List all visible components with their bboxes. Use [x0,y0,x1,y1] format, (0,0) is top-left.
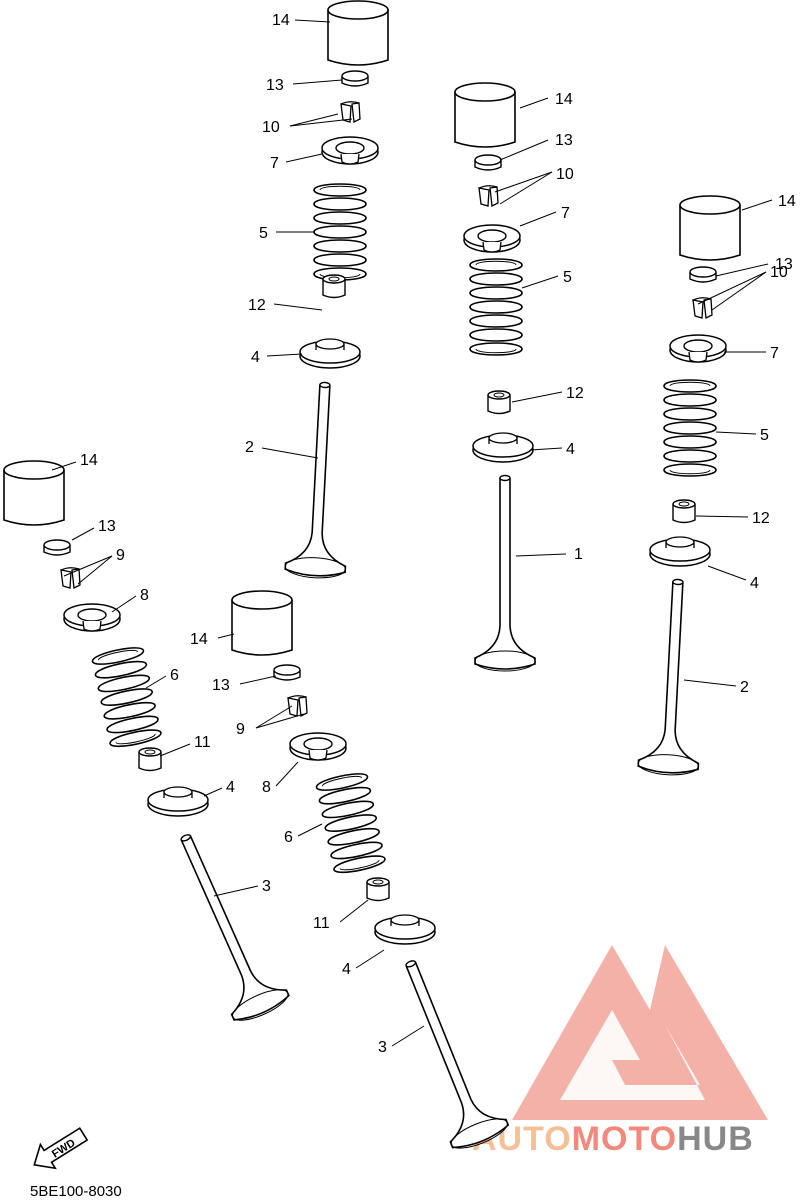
adjusting-pad-b [474,154,502,171]
valve-spring-a [313,183,367,281]
callout-b-1: 1 [574,546,583,563]
stem-seal-b [487,390,511,415]
adjusting-pad-a [341,70,369,87]
adjusting-pad-c [689,266,717,283]
callout-e-3: 3 [378,1039,387,1056]
valve-lifter-c [679,195,741,261]
stem-seal-c [672,499,696,524]
watermark-logo: AUTOMOTOHUB [472,945,768,1158]
valve-cotter-b [478,185,499,207]
valve-d [156,822,293,1028]
fwd-arrow-icon: FWD [33,1127,89,1170]
callout-e-9: 9 [236,721,245,738]
callout-e-11: 11 [313,915,330,932]
logo-part-hub: HUB [677,1120,754,1158]
valve-spring-d [90,643,163,751]
spring-seat-a [299,338,361,369]
callout-a-10: 10 [262,119,280,136]
valve-a [284,380,356,581]
callout-a-5: 5 [259,225,268,242]
callout-d-13: 13 [98,518,116,535]
valve-spring-b [469,258,523,356]
callout-c-14: 14 [778,193,796,210]
callout-d-14: 14 [80,452,98,469]
callout-b-7: 7 [561,205,570,222]
callout-a-13: 13 [266,77,284,94]
adjusting-pad-e [273,664,301,681]
callout-b-13: 13 [555,132,573,149]
callout-a-12: 12 [248,297,266,314]
callout-e-13: 13 [212,677,230,694]
valve-assembly-d: 14 13 9 8 6 11 4 3 [3,452,293,1028]
valve-lifter-a [327,0,389,66]
valve-lifter-e [231,590,293,656]
logo-text: AUTOMOTOHUB [472,1120,754,1158]
spring-retainer-e [289,732,347,761]
callout-c-7: 7 [770,345,779,362]
spring-seat-d [147,786,209,817]
callout-e-8: 8 [262,779,271,796]
adjusting-pad-d [43,539,71,556]
logo-part-moto: MOTO [572,1120,677,1158]
valve-assembly-b: 14 13 10 7 5 12 4 1 [454,82,584,672]
valve-cotter-e [287,695,308,717]
stem-seal-d [138,747,162,772]
callout-d-9: 9 [116,547,125,564]
callout-a-7: 7 [270,155,279,172]
callout-a-2: 2 [245,439,254,456]
callout-c-13: 13 [775,256,793,273]
spring-seat-c [649,536,711,567]
spring-retainer-b [463,224,521,253]
callout-b-5: 5 [563,269,572,286]
callout-a-14: 14 [272,12,290,29]
valve-assembly-a: 14 13 10 7 5 12 4 2 [245,0,389,581]
callout-d-11: 11 [194,734,211,751]
callout-d-6: 6 [170,667,179,684]
valve-spring-e [314,769,387,877]
spring-seat-e [374,914,436,945]
valve-b [474,474,536,672]
valve-c [637,577,709,778]
callout-c-2: 2 [740,679,749,696]
stem-seal-e [366,877,390,902]
valve-lifter-b [454,82,516,148]
spring-seat-b [472,432,534,463]
callout-b-4: 4 [566,441,575,458]
callout-c-10: 10 [770,264,788,281]
spring-retainer-d [63,603,121,632]
callout-c-4: 4 [750,575,759,592]
diagram-code: 5BE100-8030 [30,1183,122,1200]
callout-b-14: 14 [555,91,573,108]
valve-spring-c [663,379,717,477]
callout-b-12: 12 [566,385,584,402]
valve-assembly-e: 14 13 9 8 6 11 4 3 [190,590,512,1155]
valve-e [381,949,512,1155]
callout-a-4: 4 [251,349,260,366]
callout-e-4: 4 [342,961,351,978]
callout-e-14: 14 [190,631,208,648]
callout-d-8: 8 [140,587,149,604]
callout-d-3: 3 [262,878,271,895]
valve-lifter-d [3,460,65,526]
callout-e-6: 6 [284,829,293,846]
callout-c-12: 12 [752,510,770,527]
valve-cotter-c [692,297,713,319]
callout-b-10: 10 [556,166,574,183]
spring-retainer-a [321,136,379,165]
valve-assembly-c: 14 13 10 7 5 12 4 2 [637,193,796,778]
spring-retainer-c [669,334,727,363]
callout-d-4: 4 [226,779,235,796]
stem-seal-a [322,274,346,299]
callout-c-5: 5 [760,427,769,444]
